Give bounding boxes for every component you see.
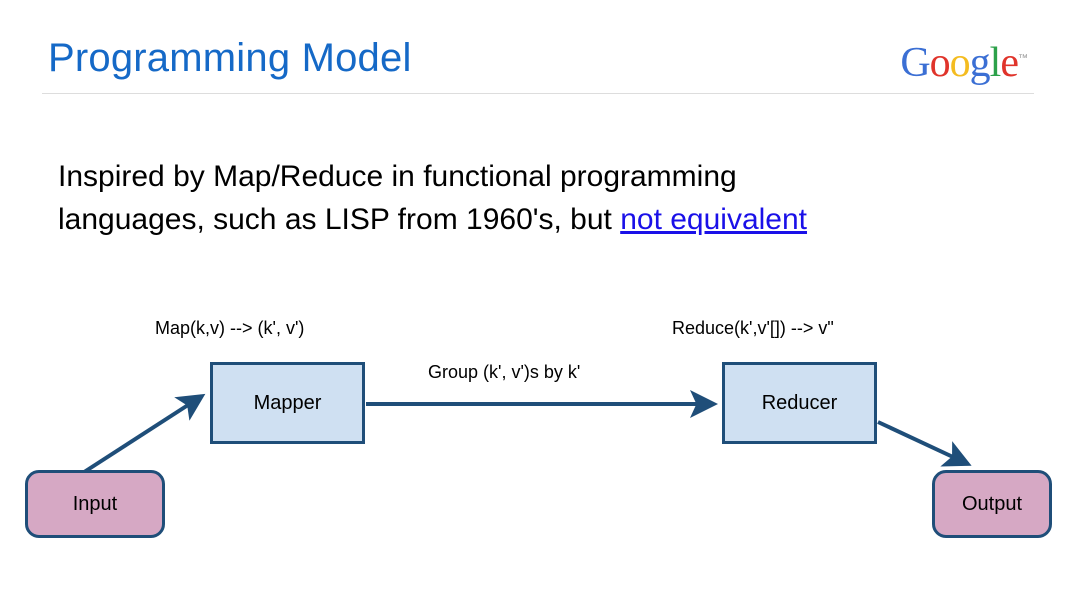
logo-trademark: ™ — [1018, 53, 1028, 64]
not-equivalent-link[interactable]: not equivalent — [620, 203, 808, 236]
mapreduce-flow-diagram: Map(k,v) --> (k', v') Reduce(k',v'[]) --… — [0, 300, 1075, 600]
body-line-2-prefix: languages, such as LISP from 1960's, but — [58, 203, 621, 236]
edge-label-reduce: Reduce(k',v'[]) --> v" — [672, 318, 834, 338]
arrow-input-to-mapper — [76, 393, 206, 478]
diagram-arrows-layer — [76, 390, 972, 478]
edge-label-group: Group (k', v')s by k' — [428, 362, 581, 382]
node-output[interactable]: Output — [932, 470, 1052, 538]
page-title: Programming Model — [48, 36, 412, 80]
google-logo: Google™ — [900, 40, 1028, 86]
logo-letter-o2: o — [949, 40, 971, 86]
node-reducer[interactable]: Reducer — [722, 362, 877, 444]
body-line-1: Inspired by Map/Reduce in functional pro… — [58, 160, 737, 193]
logo-letter-l: l — [989, 40, 1002, 86]
node-input-label: Input — [72, 492, 118, 515]
arrow-reducer-to-output — [877, 420, 972, 467]
body-paragraph: Inspired by Map/Reduce in functional pro… — [58, 155, 1018, 241]
title-divider — [42, 93, 1034, 94]
node-mapper[interactable]: Mapper — [210, 362, 365, 444]
node-input[interactable]: Input — [25, 470, 165, 538]
logo-letter-g1: G — [900, 40, 930, 86]
node-mapper-label: Mapper — [253, 391, 322, 414]
logo-letter-e: e — [1000, 40, 1019, 86]
logo-letter-g2: g — [969, 40, 991, 86]
node-output-label: Output — [961, 492, 1023, 515]
logo-letter-o1: o — [929, 40, 951, 86]
node-reducer-label: Reducer — [761, 391, 838, 414]
edge-label-map: Map(k,v) --> (k', v') — [155, 318, 305, 338]
